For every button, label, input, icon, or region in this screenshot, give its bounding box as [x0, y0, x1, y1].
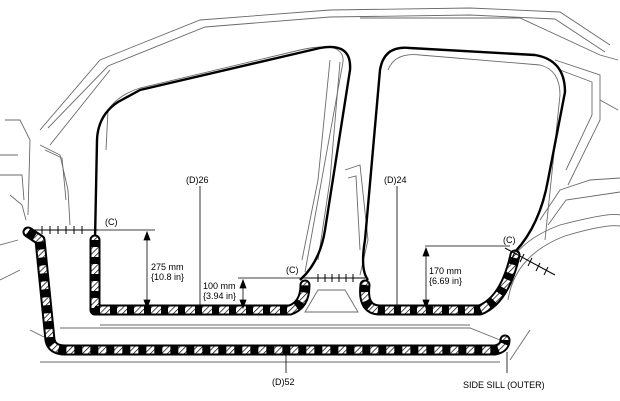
labels: (C) (C) (C) (D)26 (D)24 (D)52 SIDE SILL … — [105, 175, 545, 390]
dim-center-in: {3.94 in} — [203, 291, 236, 301]
body-outline-lines — [0, 7, 620, 363]
label-d52: (D)52 — [272, 377, 295, 387]
dim-front-in: {10.8 in} — [151, 272, 184, 282]
sealer-bands — [22, 226, 521, 356]
label-c-left: (C) — [105, 217, 118, 227]
c-middle-ticks — [317, 274, 354, 282]
dim-front-mm: 275 mm — [151, 262, 184, 272]
dim-rear-in: {6.69 in} — [429, 276, 462, 286]
dim-rear-mm: 170 mm — [429, 266, 462, 276]
label-side-sill-outer: SIDE SILL (OUTER) — [463, 380, 545, 390]
label-c-middle: (C) — [286, 265, 299, 275]
label-c-right: (C) — [503, 235, 516, 245]
label-d24: (D)24 — [384, 175, 407, 185]
leader-lines — [199, 186, 508, 373]
label-d26: (D)26 — [186, 175, 209, 185]
dim-center-mm: 100 mm — [203, 281, 236, 291]
c-left-ticks — [41, 226, 83, 234]
dimension-lines — [97, 229, 510, 310]
c-stitch-marks — [30, 226, 556, 282]
c-right-ticks — [511, 249, 549, 276]
door-opening-seal-lines — [93, 45, 567, 281]
